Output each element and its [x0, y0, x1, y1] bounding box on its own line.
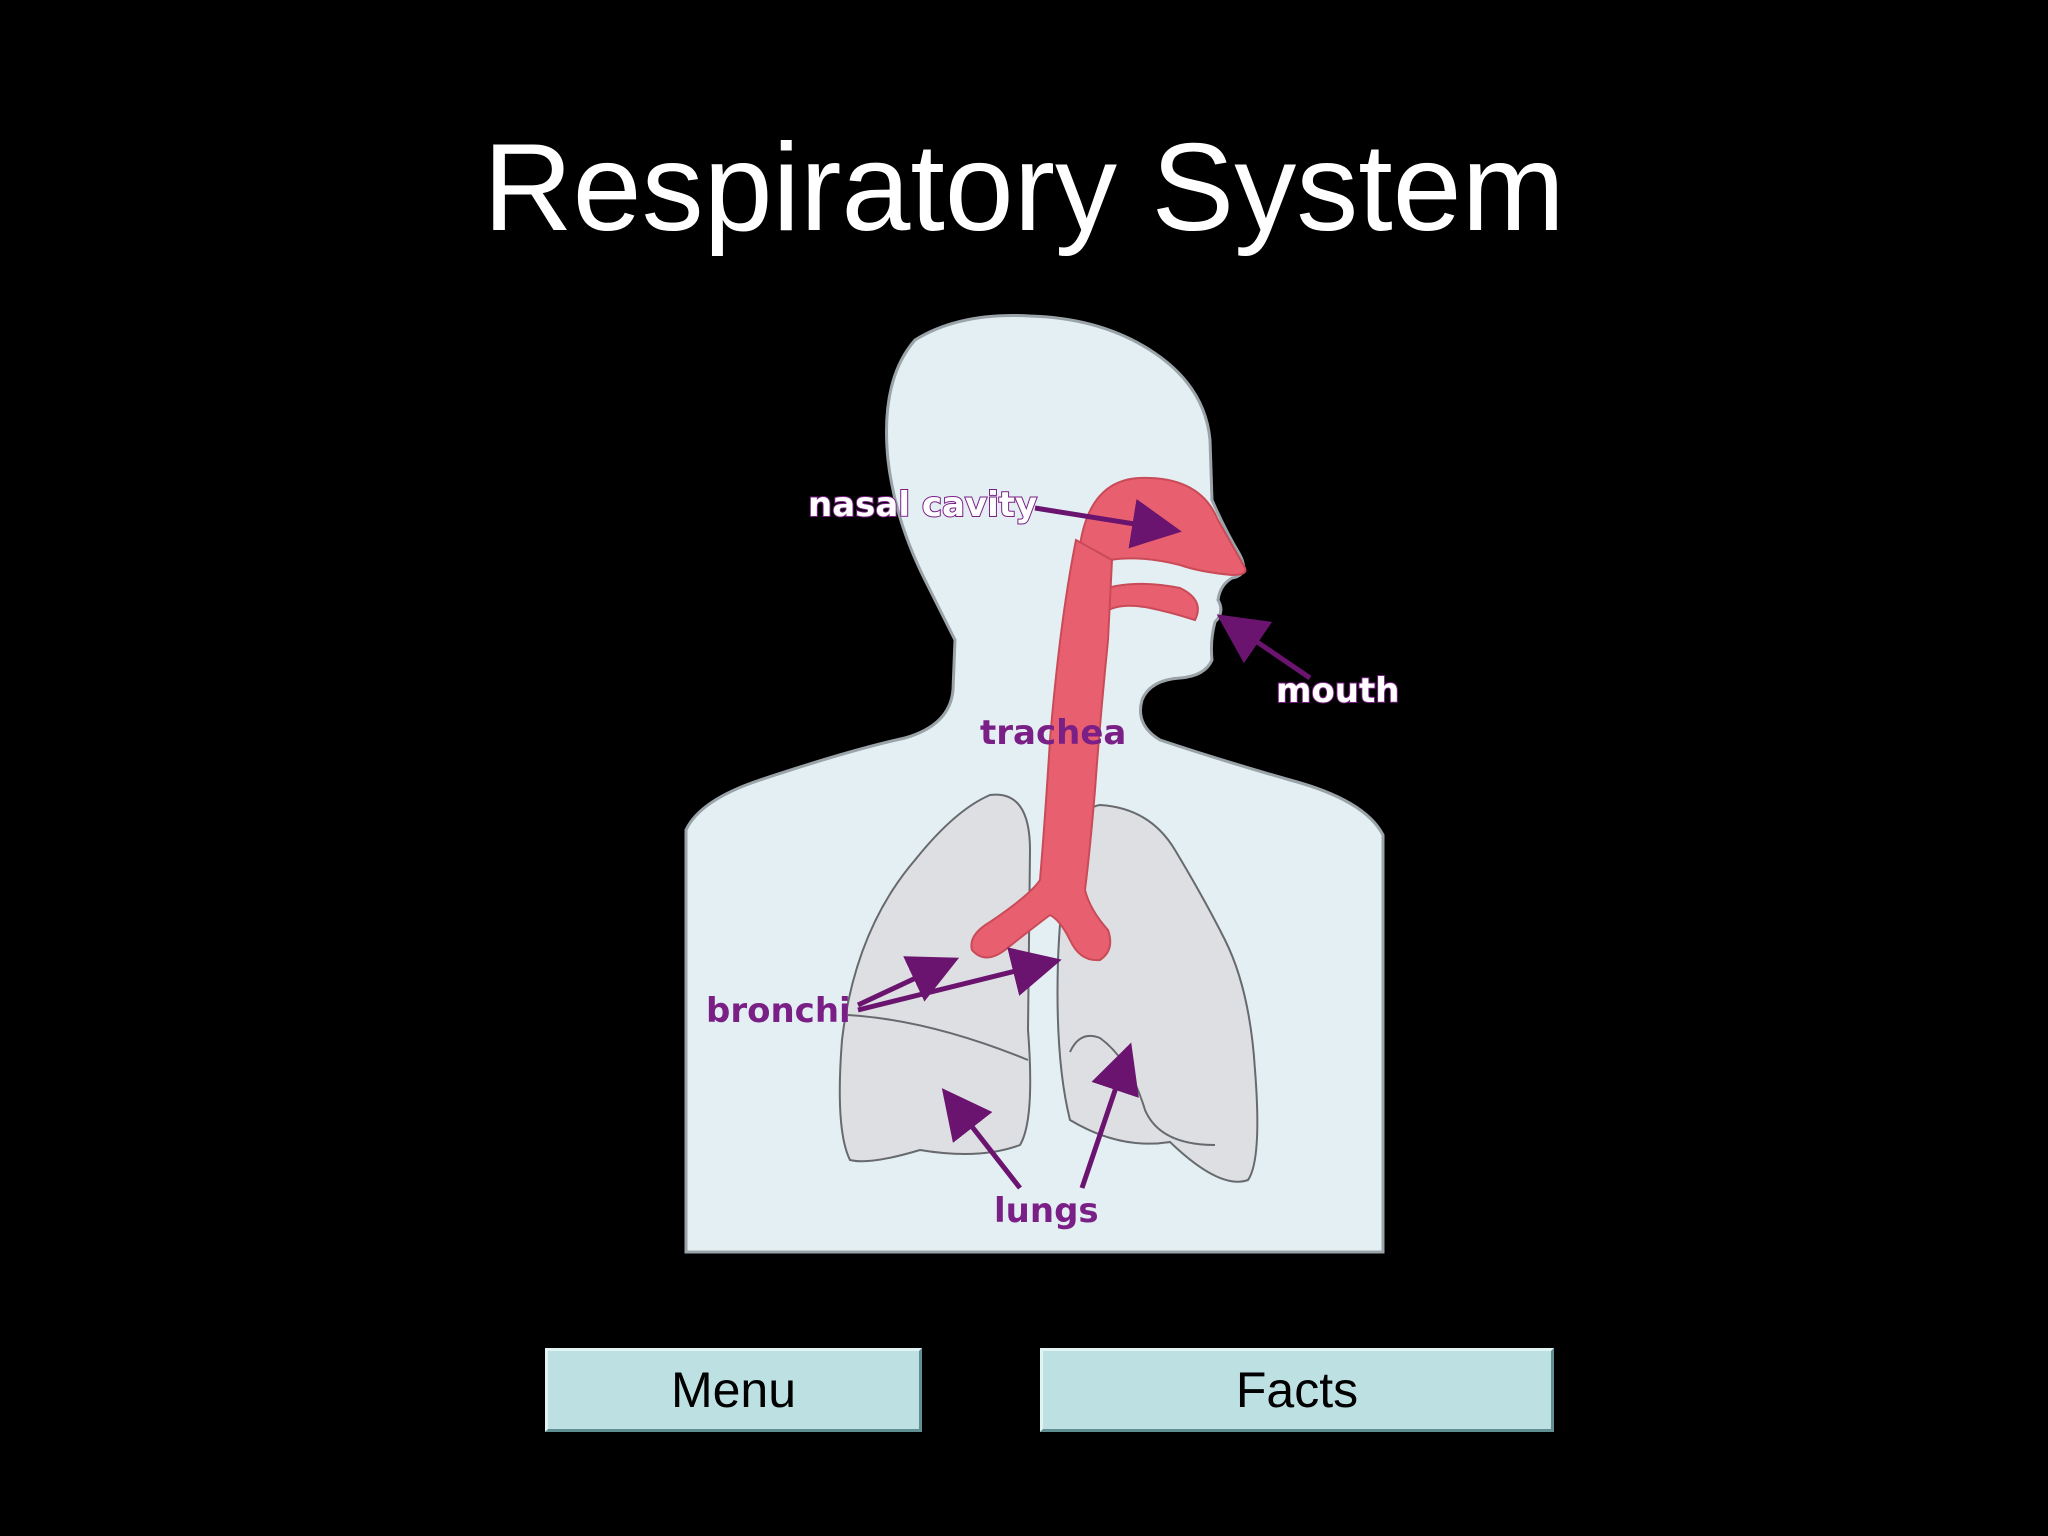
body-silhouette — [684, 314, 1385, 1254]
left-lung-lobe-line — [847, 1014, 1029, 1061]
facts-button[interactable]: Facts — [1040, 1348, 1554, 1432]
menu-button-label: Menu — [670, 1362, 797, 1418]
slide-title: Respiratory System — [483, 119, 1565, 257]
bronchi-arrow-right — [857, 947, 1062, 1013]
bronchi-label: bronchi — [706, 991, 851, 1031]
lungs-arrow-left — [941, 1088, 1022, 1190]
mouth-cavity — [1093, 582, 1199, 622]
facts-button-label: Facts — [1235, 1362, 1359, 1418]
mouth-arrow — [1216, 614, 1312, 681]
menu-button[interactable]: Menu — [545, 1348, 922, 1432]
mouth-label: mouth — [1276, 671, 1399, 711]
nasal-cavity-arrow — [1034, 498, 1182, 549]
lungs-label: lungs — [994, 1191, 1099, 1231]
lungs-arrow-right — [1079, 1042, 1139, 1189]
nasal-cavity-label: nasal cavity — [808, 485, 1037, 525]
trachea-label: trachea — [980, 713, 1126, 753]
trachea — [970, 538, 1114, 962]
bronchi-arrow-left — [856, 956, 960, 1008]
